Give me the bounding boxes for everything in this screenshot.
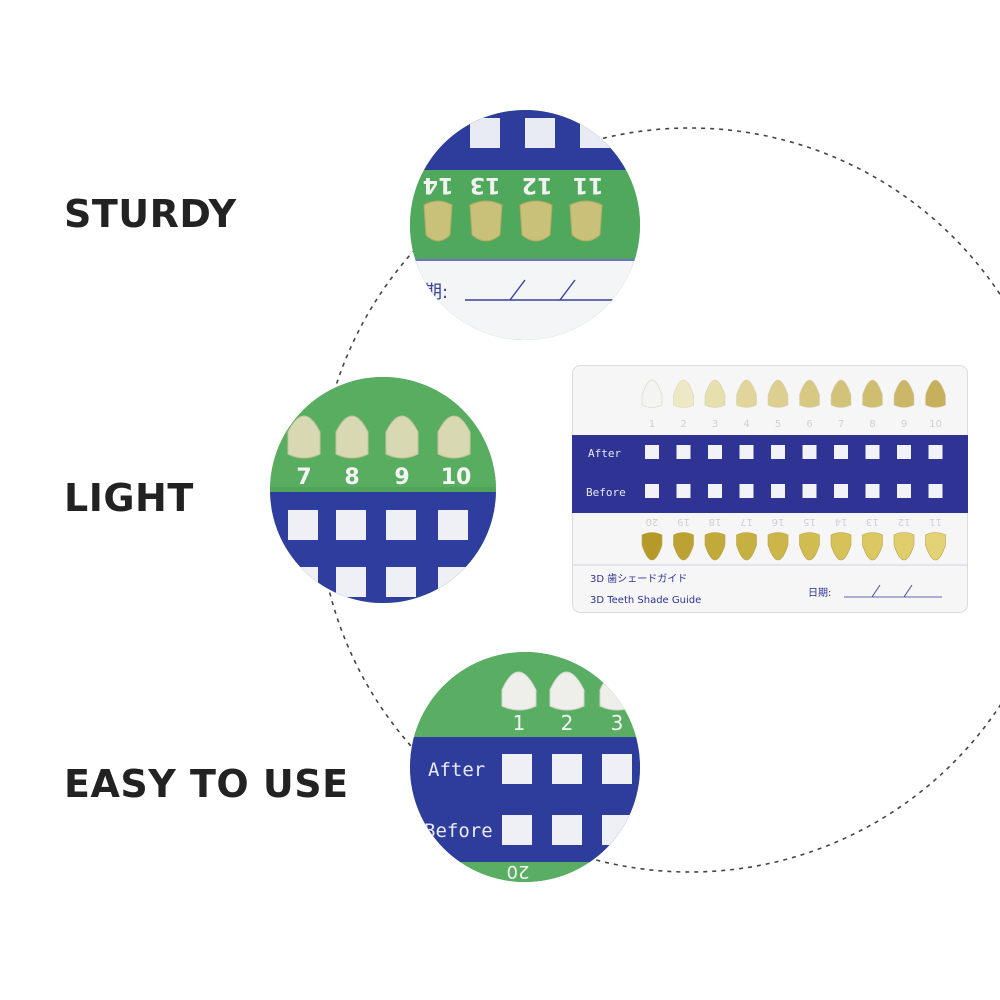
top-tooth-4 — [736, 379, 757, 408]
top-number: 10 — [929, 419, 942, 430]
after-label: After — [588, 447, 621, 460]
comparison-squares — [645, 445, 943, 498]
zoom3-bottom-number: 20 — [507, 861, 530, 882]
zoom3-number: 2 — [561, 711, 574, 735]
bottom-number: 11 — [929, 516, 942, 527]
feature-light-label: LIGHT — [64, 476, 194, 520]
bottom-tooth-20 — [641, 532, 663, 561]
before-square-7 — [834, 484, 848, 498]
after-square-9 — [897, 445, 911, 459]
after-square-6 — [802, 445, 817, 459]
bottom-tooth-16 — [767, 532, 789, 561]
bottom-tooth-14 — [830, 532, 852, 561]
zoom3-before-label: Before — [424, 820, 493, 842]
after-square-4 — [739, 445, 754, 459]
bottom-tooth-13 — [862, 532, 883, 561]
bottom-number: 17 — [740, 516, 753, 527]
bottom-number: 19 — [677, 516, 690, 527]
top-number: 9 — [901, 419, 907, 430]
top-tooth-10 — [925, 379, 946, 408]
top-tooth-9 — [893, 379, 915, 408]
bottom-tooth-19 — [673, 532, 694, 561]
bottom-shade-teeth — [641, 532, 946, 561]
bottom-number: 12 — [898, 516, 911, 527]
zoom2-number: 9 — [394, 465, 409, 490]
bottom-tooth-11 — [925, 532, 946, 561]
before-square-2 — [676, 484, 691, 498]
before-square-4 — [739, 484, 754, 498]
before-square-6 — [802, 484, 817, 498]
bottom-tooth-17 — [736, 532, 757, 561]
zoom2-number: 8 — [344, 465, 359, 490]
before-square-8 — [865, 484, 880, 498]
top-tooth-8 — [862, 379, 883, 408]
card-title-jp: 3D 歯シェードガイド — [590, 572, 687, 585]
before-label: Before — [586, 486, 626, 499]
bottom-shade-numbers: 20 19 18 17 16 15 14 13 12 11 — [646, 516, 942, 527]
top-number: 4 — [743, 419, 749, 430]
bottom-number: 13 — [866, 516, 879, 527]
top-number: 6 — [806, 419, 812, 430]
after-square-7 — [834, 445, 848, 459]
after-square-3 — [708, 445, 722, 459]
top-tooth-2 — [673, 379, 694, 408]
after-square-1 — [645, 445, 659, 459]
zoom3-after-label: After — [428, 759, 485, 781]
bottom-number: 14 — [835, 516, 848, 527]
zoom-circle-easy-to-use: 1 2 3 After Before 20 — [410, 652, 640, 882]
top-tooth-1 — [641, 379, 663, 408]
zoom1-number: 11 — [573, 172, 604, 197]
before-square-1 — [645, 484, 659, 498]
after-square-2 — [676, 445, 691, 459]
top-tooth-7 — [830, 379, 852, 408]
top-number: 5 — [775, 419, 781, 430]
date-label: 日期: — [808, 587, 831, 599]
after-square-10 — [928, 445, 943, 459]
top-number: 1 — [649, 419, 655, 430]
zoom2-number: 7 — [296, 465, 311, 490]
after-square-5 — [771, 445, 785, 459]
top-tooth-5 — [767, 379, 789, 408]
feature-sturdy-label: STURDY — [64, 192, 237, 236]
before-square-9 — [897, 484, 911, 498]
zoom1-number: 13 — [470, 172, 501, 197]
top-number: 3 — [712, 419, 718, 430]
before-square-3 — [708, 484, 722, 498]
top-tooth-3 — [704, 379, 726, 408]
zoom-circle-light: 7 8 9 10 — [270, 377, 496, 603]
before-square-10 — [928, 484, 943, 498]
top-shade-numbers: 1 2 3 4 5 6 7 8 9 10 — [649, 419, 942, 430]
top-number: 2 — [680, 419, 686, 430]
bottom-number: 18 — [709, 516, 722, 527]
card-title-en: 3D Teeth Shade Guide — [590, 595, 701, 606]
top-tooth-6 — [799, 379, 820, 408]
bottom-number: 15 — [803, 516, 816, 527]
zoom-circle-sturdy: 14 13 12 11 期: — [410, 110, 640, 340]
top-number: 8 — [869, 419, 875, 430]
zoom1-number: 12 — [522, 172, 553, 197]
bottom-tooth-12 — [893, 532, 915, 561]
bottom-tooth-15 — [799, 532, 820, 561]
zoom2-number: 10 — [441, 465, 472, 490]
feature-easy-to-use-label: EASY TO USE — [64, 762, 349, 806]
before-square-5 — [771, 484, 785, 498]
bottom-number: 16 — [772, 516, 785, 527]
zoom3-number: 3 — [611, 711, 624, 735]
bottom-tooth-18 — [704, 532, 726, 561]
after-square-8 — [865, 445, 880, 459]
top-number: 7 — [838, 419, 844, 430]
bottom-number: 20 — [646, 516, 659, 527]
zoom3-number: 1 — [513, 711, 526, 735]
zoom1-number: 14 — [423, 172, 454, 197]
top-shade-teeth — [641, 379, 946, 408]
